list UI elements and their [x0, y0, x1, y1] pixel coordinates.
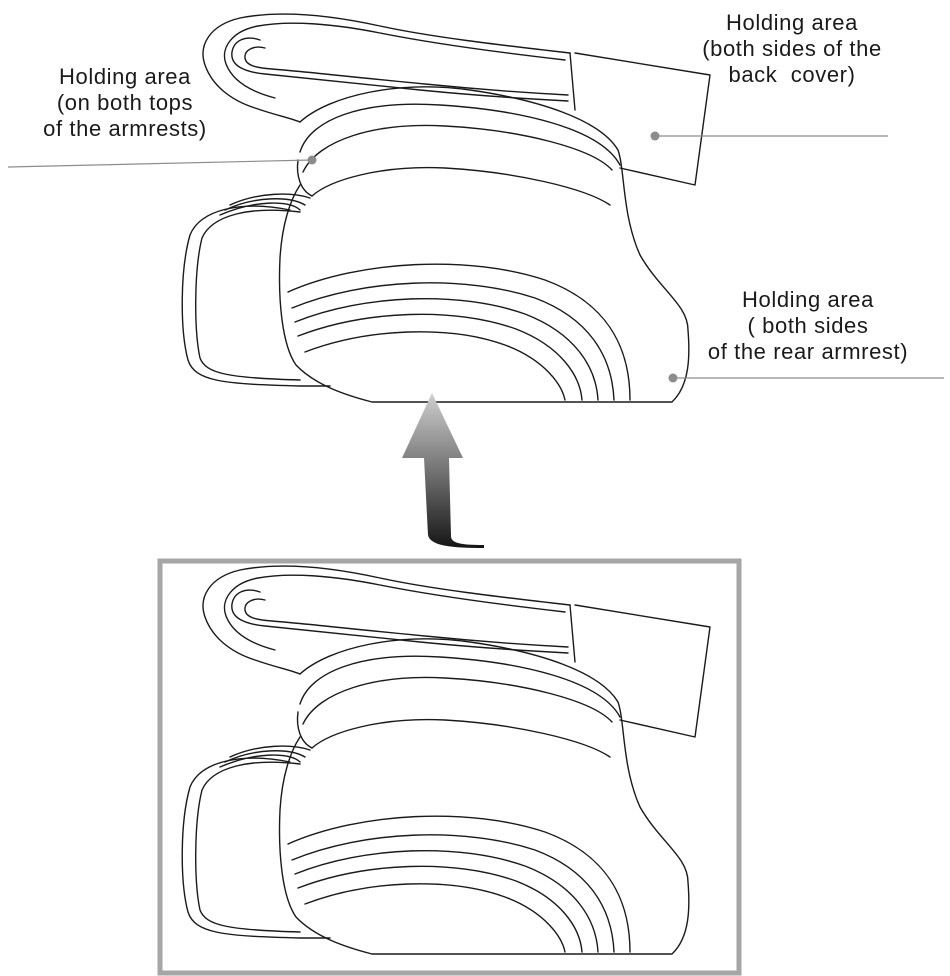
leader-dot-rear-armrest — [669, 374, 678, 383]
leader-line-armrest-tops — [8, 160, 312, 167]
callout-rear-armrest-line1: Holding area — [668, 287, 948, 313]
callout-armrest-tops-line2: (on both tops — [4, 90, 246, 116]
callout-rear-armrest-line3: of the rear armrest) — [668, 339, 948, 365]
leader-dot-back-cover — [651, 132, 660, 141]
callout-back-cover-line1: Holding area — [676, 10, 908, 36]
leader-dot-armrest-tops — [308, 156, 317, 165]
callout-armrest-tops: Holding area (on both tops of the armres… — [4, 64, 246, 142]
device-illustration-top — [182, 14, 710, 402]
callout-armrest-tops-line3: of the armrests) — [4, 116, 246, 142]
lift-up-arrow-icon — [402, 393, 484, 548]
callout-back-cover-line3: back cover) — [676, 62, 908, 88]
callout-rear-armrest: Holding area ( both sides of the rear ar… — [668, 287, 948, 365]
callout-back-cover-line2: (both sides of the — [676, 36, 908, 62]
callout-rear-armrest-line2: ( both sides — [668, 313, 948, 339]
callout-armrest-tops-line1: Holding area — [4, 64, 246, 90]
callout-back-cover: Holding area (both sides of the back cov… — [676, 10, 908, 88]
device-illustration-bottom — [182, 566, 710, 954]
